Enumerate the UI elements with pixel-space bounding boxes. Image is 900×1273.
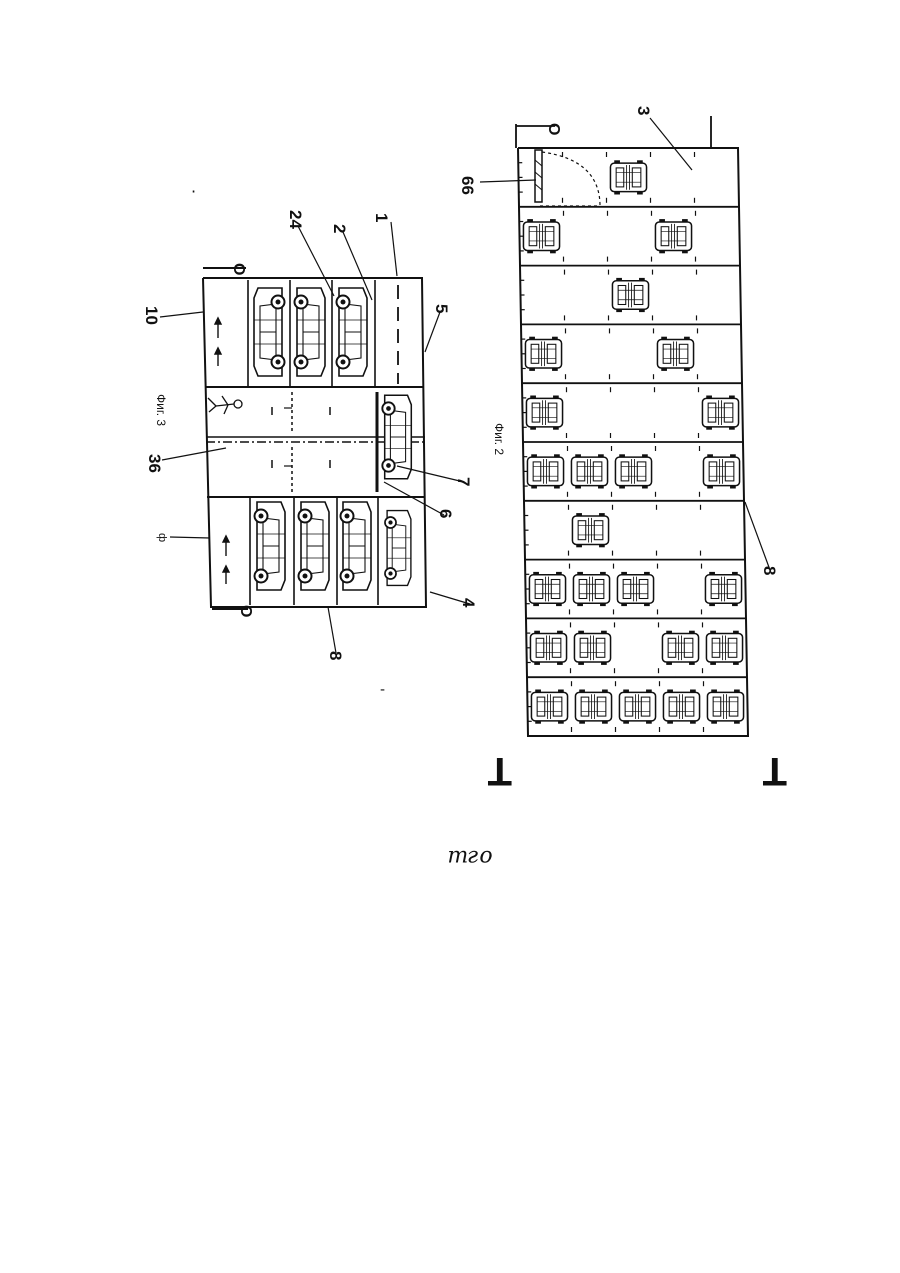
fig2-end-mark-left: T [488,749,512,793]
fig3-label: Фиг. 3 [154,394,168,426]
fig2-car [525,337,561,371]
fig2-car [573,572,609,606]
fig3-ref-5: 5 [432,304,451,313]
fig2-car [703,454,739,488]
page-caption: огш [430,845,510,870]
fig3-ref-4: 4 [459,598,478,608]
fig2-car [615,454,651,488]
fig3-ref-2: 2 [330,224,349,233]
fig2-car [530,631,566,665]
fig3-ref-6: 6 [436,509,455,518]
fig2-car [612,278,648,312]
fig2-ref-66: 66 [458,176,477,195]
fig2-car [617,572,653,606]
fig2-parking-grid [518,148,748,736]
fig3-ref-phi: ф [156,533,168,542]
fig3-ref-10: 10 [142,306,161,325]
fig3-ref-8: 8 [326,651,345,660]
fig2-ref-3: 3 [634,106,653,115]
fig2-car [655,219,691,253]
fig2-car [610,160,646,194]
fig2-car [707,690,743,724]
stray-dot-1: · [191,182,196,201]
fig2-car [574,631,610,665]
person-figure [208,396,242,414]
fig3-ref-36: 36 [145,454,164,473]
fig2-car [575,690,611,724]
fig2-car [619,690,655,724]
fig2-car [531,690,567,724]
fig3-end-mark-top: O [230,263,247,275]
stray-dot-2: - [380,682,385,698]
fig2-label: Фиг. 2 [492,423,506,455]
fig2-car [705,572,741,606]
fig2-ref-8: 8 [760,566,779,575]
fig2-car [657,337,693,371]
fig2-end-mark-right: T [763,749,787,793]
fig3-ref-7: 7 [454,477,473,486]
fig2-car [702,396,738,430]
fig2-car [571,454,607,488]
fig2-car [526,396,562,430]
fig2-car [663,690,699,724]
fig2-car [527,454,563,488]
fig2-car [706,631,742,665]
fig2-car [523,219,559,253]
fig2-end-mark-top: O [545,123,562,135]
fig3-ref-1: 1 [372,213,391,222]
fig2-diagram [480,116,770,736]
fig2-car [572,513,608,547]
fig2-car [529,572,565,606]
fig3-end-mark-bottom: O [237,605,254,617]
gate-66 [535,150,542,202]
fig2-car [662,631,698,665]
fig3-ref-24: 24 [286,210,305,229]
fig3-diagram [160,222,470,653]
